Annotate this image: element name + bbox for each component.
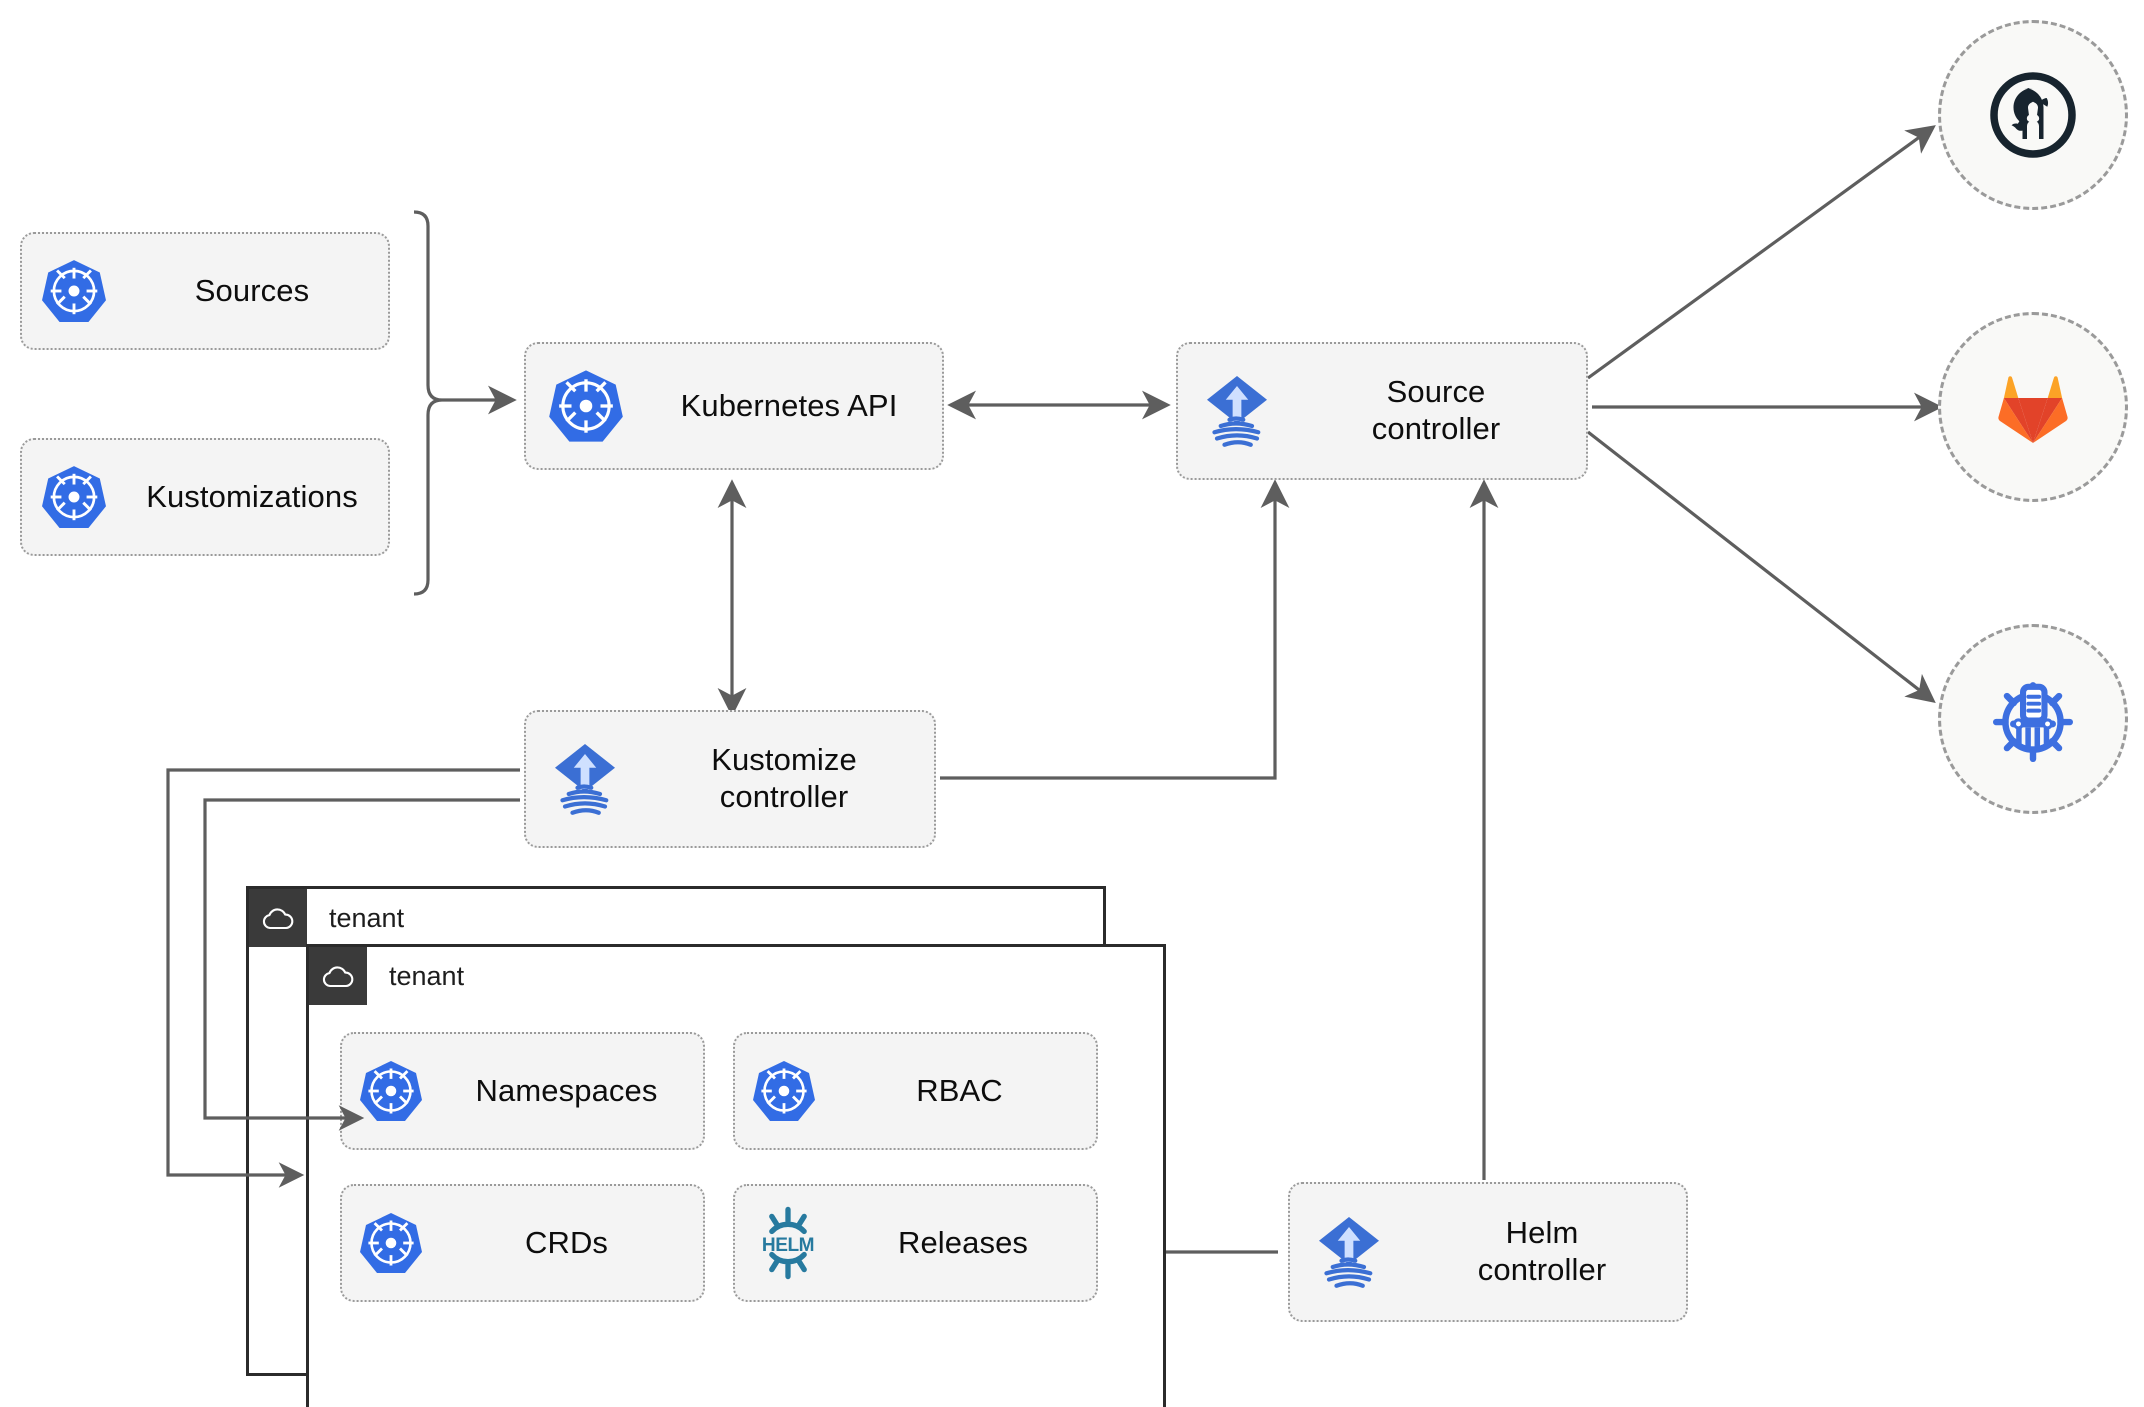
tenant-label: tenant bbox=[329, 902, 405, 933]
tenant-header: tenant bbox=[309, 947, 464, 1005]
tenant-container-inner[interactable]: tenant bbox=[306, 944, 1166, 1407]
kubernetes-icon bbox=[735, 1059, 833, 1123]
node-label: Helm controller bbox=[1408, 1215, 1686, 1288]
node-label: Kustomizations bbox=[146, 478, 358, 514]
gitlab-icon bbox=[1998, 376, 2068, 443]
node-label: Source controller bbox=[1296, 374, 1586, 447]
tenant-header: tenant bbox=[249, 889, 404, 947]
node-label: Kustomize controller bbox=[644, 742, 934, 815]
node-helm-controller[interactable]: Helm controller bbox=[1288, 1182, 1688, 1322]
node-label-line2: controller bbox=[1371, 411, 1501, 446]
node-namespaces[interactable]: Namespaces bbox=[340, 1032, 705, 1150]
cloud-icon bbox=[249, 889, 307, 947]
node-kustomizations[interactable]: Kustomizations bbox=[20, 438, 390, 556]
flux-icon bbox=[1290, 1212, 1408, 1292]
node-kustomize-controller[interactable]: Kustomize controller bbox=[524, 710, 936, 848]
node-kubernetes-api[interactable]: Kubernetes API bbox=[524, 342, 944, 470]
wire-source-controller-to-registry bbox=[1587, 430, 1936, 703]
node-label: RBAC bbox=[916, 1072, 1003, 1108]
kubernetes-icon bbox=[342, 1059, 440, 1123]
svg-text:HELM: HELM bbox=[761, 1235, 813, 1256]
node-label: Kubernetes API bbox=[680, 387, 898, 423]
github-icon bbox=[1990, 72, 2076, 158]
tenant-label: tenant bbox=[389, 960, 465, 991]
node-label-line1: Helm bbox=[1505, 1215, 1579, 1251]
node-releases[interactable]: HELM Releases bbox=[733, 1184, 1098, 1302]
node-label: Releases bbox=[897, 1224, 1029, 1260]
node-label-line2: controller bbox=[719, 779, 849, 814]
helm-registry-icon bbox=[1993, 682, 2073, 763]
node-label-line2: controller bbox=[1477, 1252, 1607, 1287]
node-label: CRDs bbox=[524, 1224, 609, 1260]
flux-icon bbox=[526, 739, 644, 819]
wire-source-controller-to-github bbox=[1587, 125, 1936, 380]
endpoint-gitlab[interactable] bbox=[1938, 312, 2128, 502]
node-label-line1: Source bbox=[1386, 374, 1486, 410]
node-label-line1: Kustomize bbox=[711, 742, 857, 778]
helm-icon: HELM bbox=[735, 1206, 840, 1280]
kubernetes-icon bbox=[22, 464, 126, 530]
group-brace bbox=[413, 210, 443, 596]
kubernetes-icon bbox=[526, 368, 646, 444]
endpoint-github[interactable] bbox=[1938, 20, 2128, 210]
node-label: Sources bbox=[194, 272, 310, 308]
kubernetes-icon bbox=[342, 1211, 440, 1275]
kubernetes-icon bbox=[22, 258, 126, 324]
node-label: Namespaces bbox=[475, 1072, 658, 1108]
node-sources[interactable]: Sources bbox=[20, 232, 390, 350]
flux-icon bbox=[1178, 371, 1296, 451]
endpoint-helm-registry[interactable] bbox=[1938, 624, 2128, 814]
node-source-controller[interactable]: Source controller bbox=[1176, 342, 1588, 480]
wire-kustomize-to-source-controller bbox=[940, 479, 1290, 780]
cloud-icon bbox=[309, 947, 367, 1005]
node-rbac[interactable]: RBAC bbox=[733, 1032, 1098, 1150]
node-crds[interactable]: CRDs bbox=[340, 1184, 705, 1302]
